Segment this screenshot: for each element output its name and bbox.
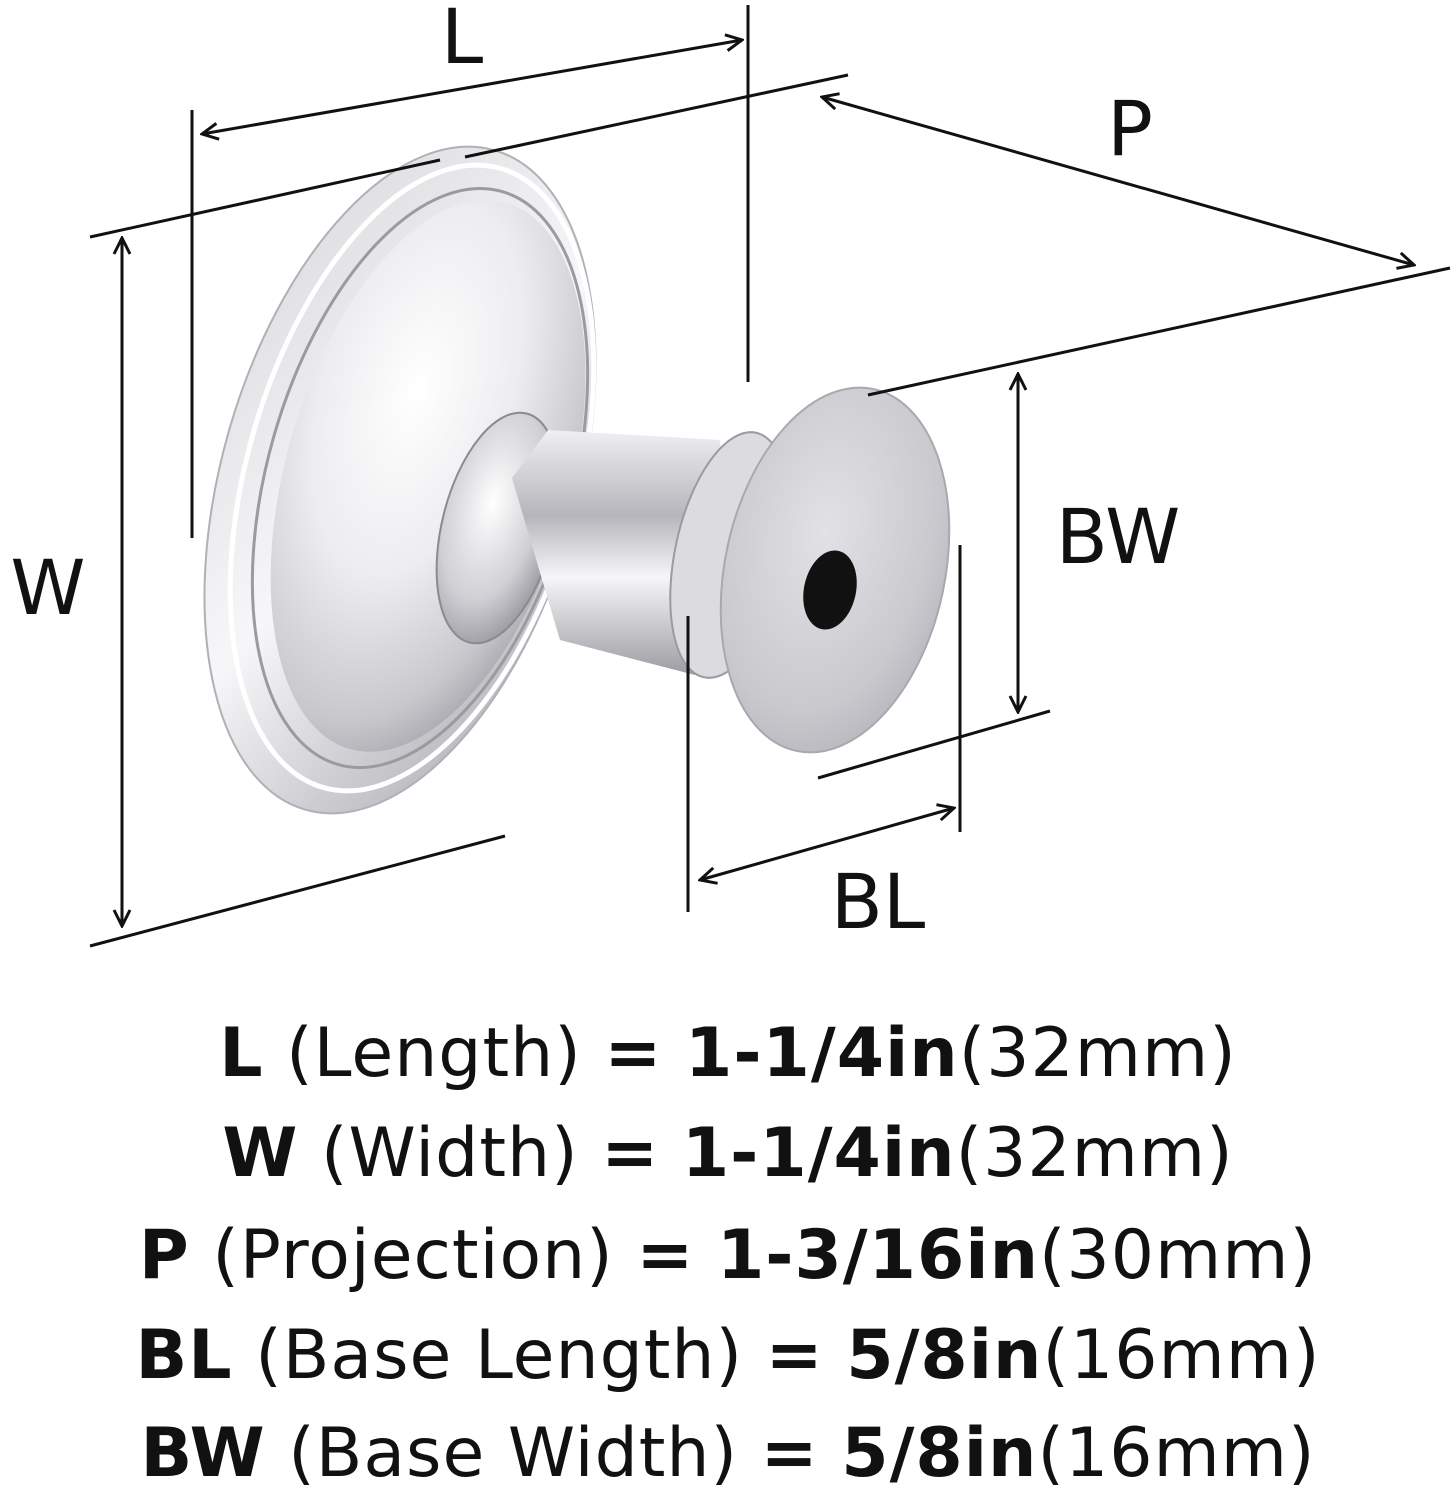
spec-code: W [222, 1114, 299, 1193]
spec-line-width: W (Width) = 1-1/4in(32mm) [0, 1120, 1456, 1188]
spec-name: (Base Length) [255, 1316, 744, 1395]
label-l: L [441, 0, 483, 81]
spec-equals: = [601, 1114, 660, 1193]
spec-equals: = [760, 1414, 819, 1493]
dimension-specs-list: L (Length) = 1-1/4in(32mm) W (Width) = 1… [0, 1000, 1456, 1500]
spec-imperial: 1-3/16in [716, 1216, 1039, 1295]
spec-name: (Projection) [212, 1216, 614, 1295]
spec-line-base-length: BL (Base Length) = 5/8in(16mm) [0, 1322, 1456, 1390]
label-p: P [1107, 84, 1153, 173]
spec-code: L [219, 1014, 264, 1093]
spec-code: BL [135, 1316, 233, 1395]
label-bw: BW [1056, 492, 1181, 581]
spec-line-base-width: BW (Base Width) = 5/8in(16mm) [0, 1420, 1456, 1488]
spec-equals: = [636, 1216, 695, 1295]
spec-code: BW [140, 1414, 266, 1493]
spec-metric: (16mm) [1042, 1316, 1321, 1395]
spec-metric: (32mm) [958, 1014, 1237, 1093]
spec-name: (Length) [286, 1014, 582, 1093]
spec-line-projection: P (Projection) = 1-3/16in(30mm) [0, 1222, 1456, 1290]
spec-line-length: L (Length) = 1-1/4in(32mm) [0, 1020, 1456, 1088]
spec-imperial: 5/8in [846, 1316, 1043, 1395]
arrow-p [822, 97, 1414, 265]
label-bl: BL [831, 857, 925, 946]
label-w: W [10, 543, 85, 632]
dimension-arrows [122, 40, 1414, 926]
spec-equals: = [765, 1316, 824, 1395]
arrow-bl [700, 808, 954, 880]
spec-imperial: 1-1/4in [685, 1014, 959, 1093]
spec-name: (Width) [320, 1114, 579, 1193]
spec-metric: (16mm) [1037, 1414, 1316, 1493]
spec-name: (Base Width) [288, 1414, 739, 1493]
spec-metric: (30mm) [1038, 1216, 1318, 1295]
knob-product-image [203, 145, 951, 815]
spec-code: P [138, 1216, 190, 1295]
arrow-l [202, 40, 742, 134]
dimension-diagram: L W P BW BL [10, 0, 1451, 948]
spec-imperial: 5/8in [841, 1414, 1038, 1493]
spec-metric: (32mm) [955, 1114, 1234, 1193]
spec-equals: = [604, 1014, 663, 1093]
spec-imperial: 1-1/4in [681, 1114, 956, 1193]
